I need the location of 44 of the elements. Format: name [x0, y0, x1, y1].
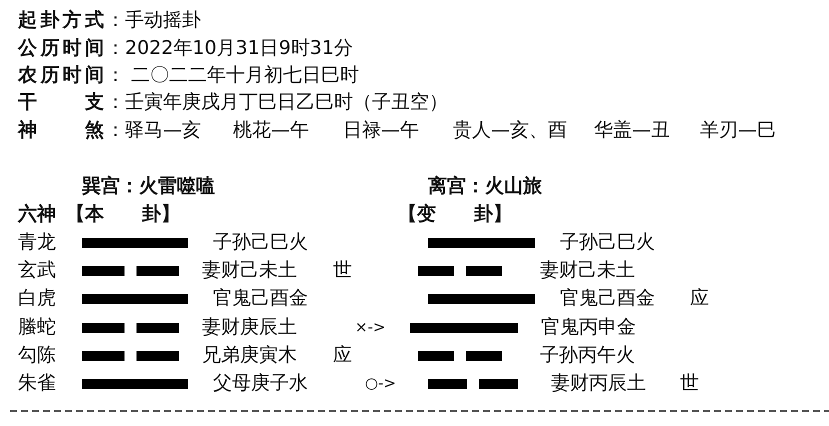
- line-text: 官鬼己酉金: [213, 286, 308, 310]
- line-text: 子孙丙午火: [540, 343, 635, 367]
- field-value: ：手动摇卦: [106, 8, 201, 32]
- line-text: 官鬼己酉金: [560, 286, 655, 310]
- field-name: 公历时间: [18, 36, 104, 60]
- field-name: 神煞: [18, 118, 104, 142]
- column-header: 【本 卦】: [66, 202, 180, 226]
- line-text: 兄弟庚寅木: [202, 343, 297, 367]
- line-text: 妻财己未土: [540, 258, 635, 282]
- field-name: 起卦方式: [18, 8, 104, 32]
- line-text: 妻财己未土: [202, 258, 297, 282]
- spirit-name: 勾陈: [18, 343, 56, 367]
- field-value: 华盖—丑: [594, 118, 670, 142]
- line-text: 父母庚子水: [213, 371, 308, 395]
- column-header: 【变 卦】: [398, 202, 512, 226]
- field-name: 农历时间: [18, 63, 104, 87]
- line-marker: 应: [333, 343, 352, 367]
- column-header: 六神: [18, 202, 56, 226]
- line-marker: 世: [680, 371, 699, 395]
- line-marker: 世: [333, 258, 352, 282]
- spirit-name: 螣蛇: [18, 315, 56, 339]
- hexagram-title: 离宫：火山旅: [428, 174, 542, 198]
- spirit-name: 白虎: [18, 286, 56, 310]
- line-text: 官鬼丙申金: [541, 315, 636, 339]
- field-value: 日禄—午: [343, 118, 419, 142]
- field-value: ：壬寅年庚戌月丁巳日乙巳时（子丑空）: [106, 90, 448, 114]
- field-value: ： 二〇二二年十月初七日巳时: [106, 63, 360, 87]
- line-text: 妻财丙辰土: [551, 371, 646, 395]
- field-value: 桃花—午: [233, 118, 309, 142]
- change-mark: ○->: [365, 373, 396, 394]
- spirit-name: 朱雀: [18, 371, 56, 395]
- line-text: 子孙己巳火: [213, 230, 308, 254]
- spirit-name: 青龙: [18, 230, 56, 254]
- change-mark: ×->: [355, 317, 386, 338]
- field-value: 羊刃—巳: [700, 118, 776, 142]
- field-name: 干支: [18, 90, 104, 114]
- hexagram-title: 巽宫：火雷噬嗑: [82, 174, 215, 198]
- line-marker: 应: [690, 286, 709, 310]
- line-text: 妻财庚辰土: [202, 315, 297, 339]
- field-value: 贵人—亥、酉: [453, 118, 567, 142]
- spirit-name: 玄武: [18, 258, 56, 282]
- line-text: 子孙己巳火: [560, 230, 655, 254]
- field-value: ：2022年10月31日9时31分: [106, 36, 353, 60]
- field-value: ：驿马—亥: [106, 118, 201, 142]
